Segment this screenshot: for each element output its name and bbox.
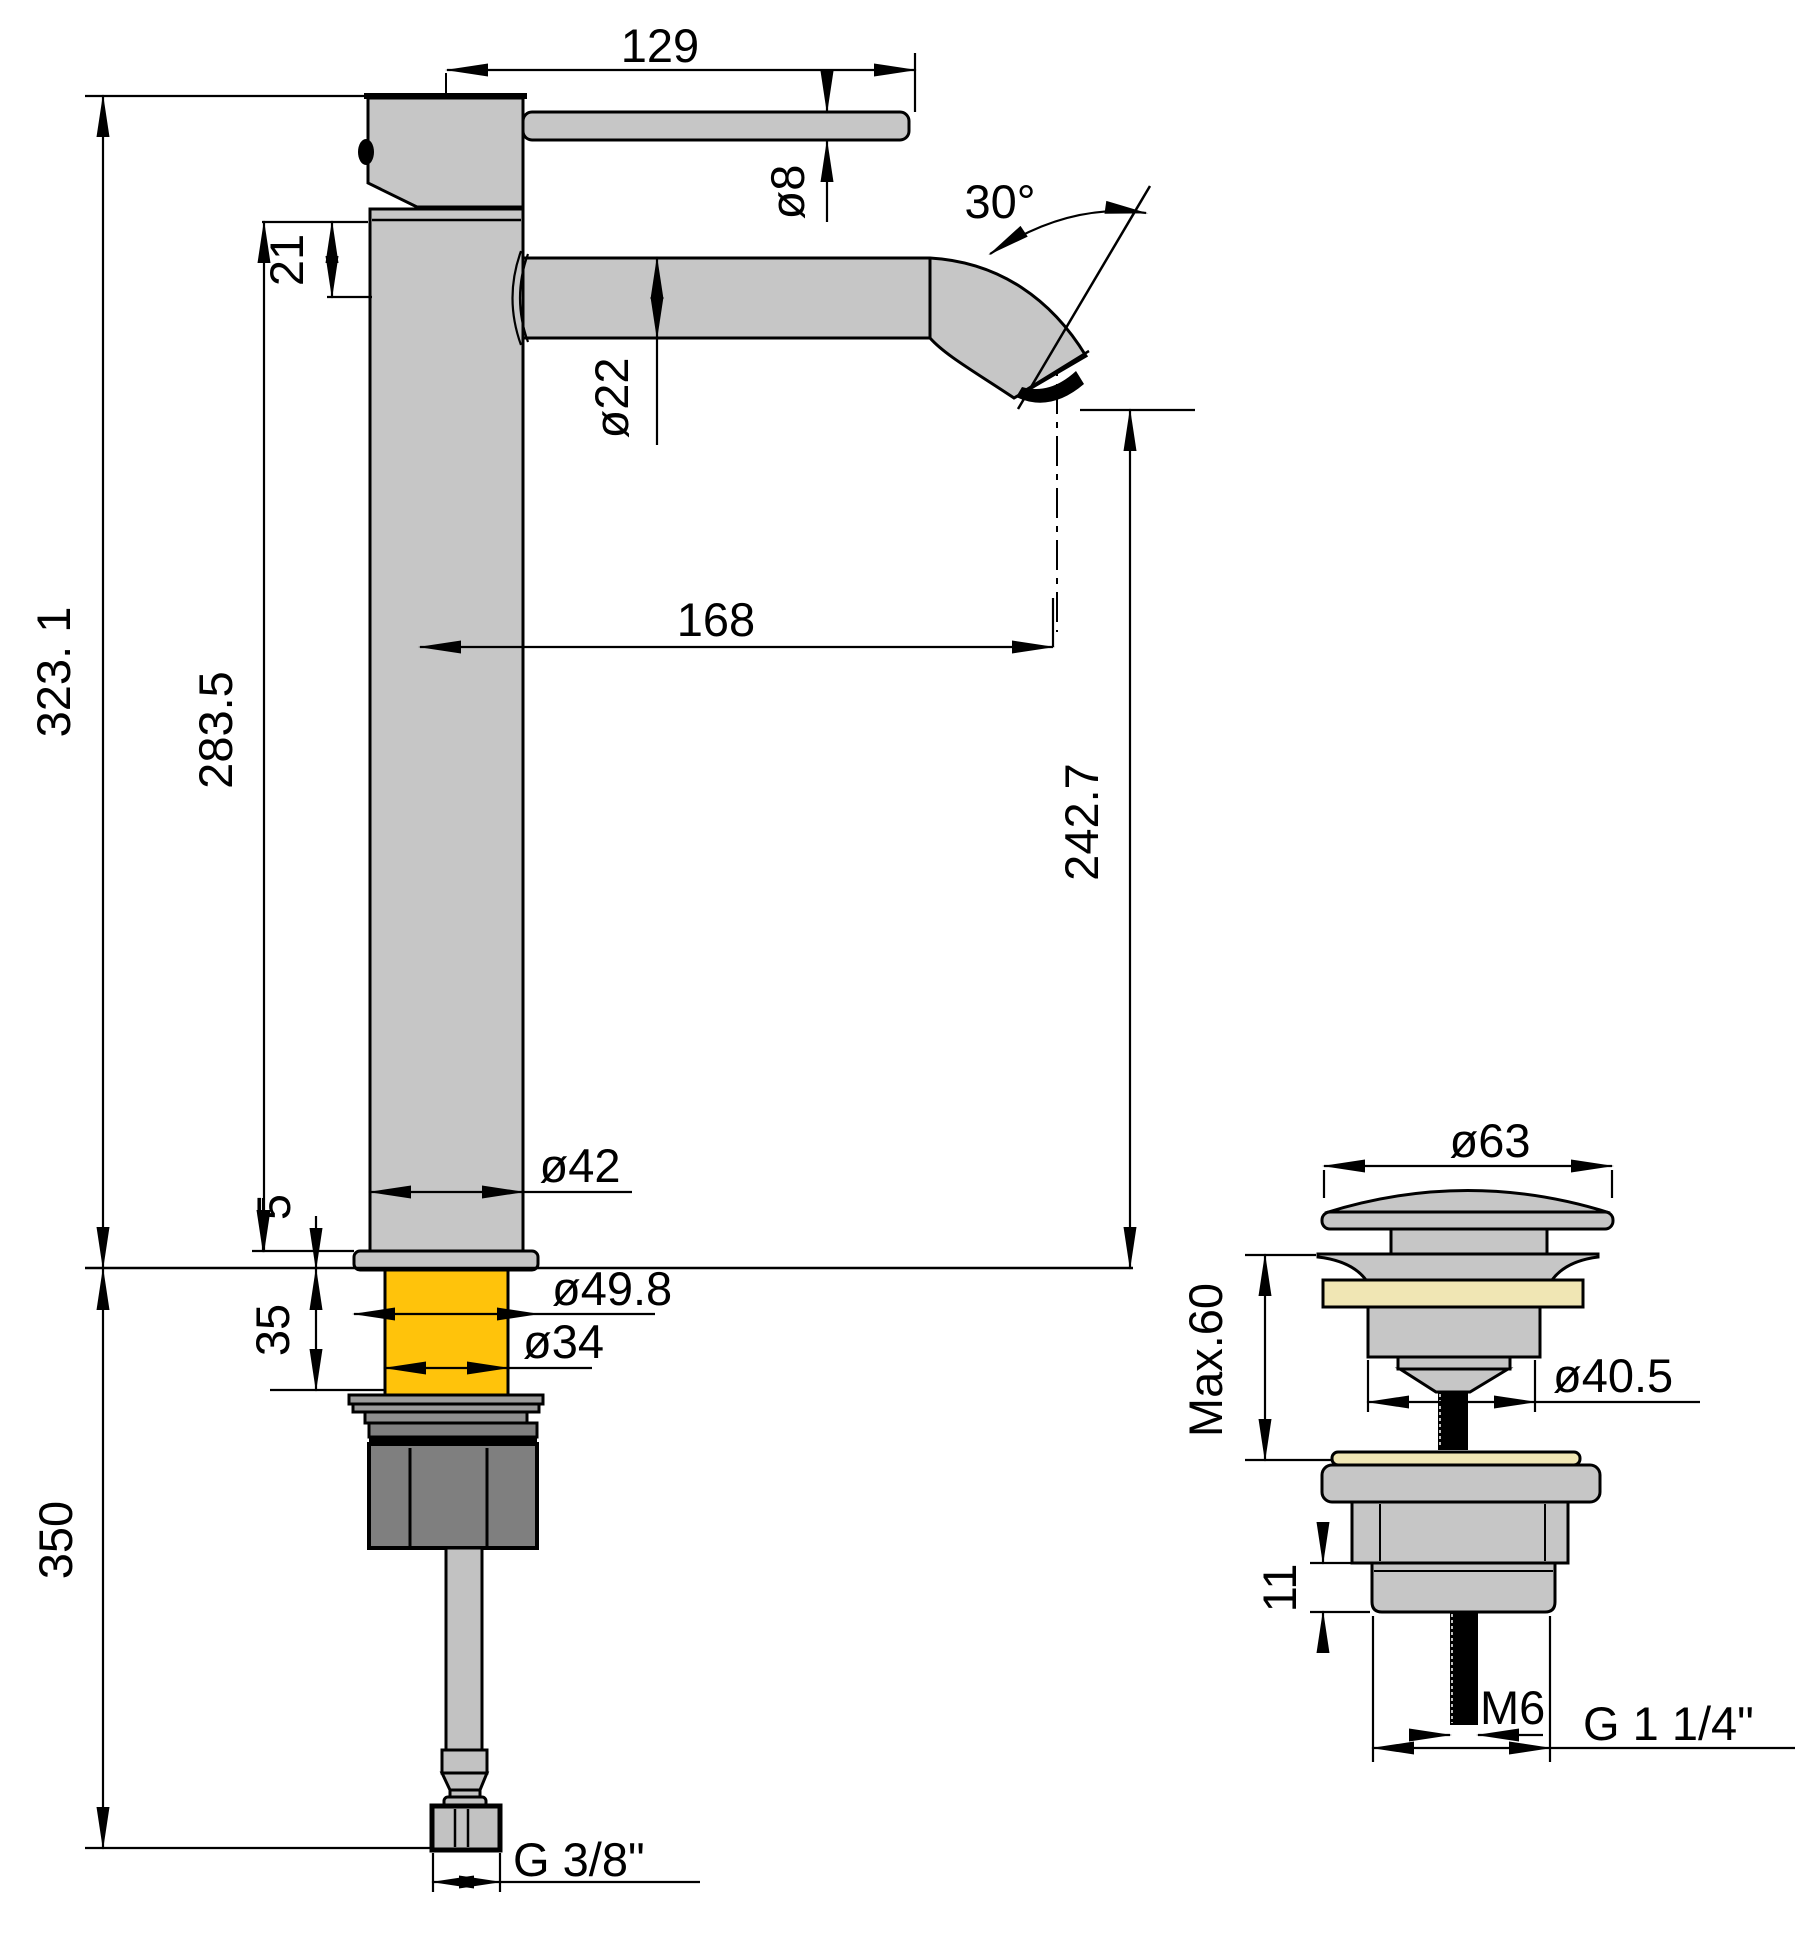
dim-label-spout-angle: 30° — [964, 175, 1035, 228]
angle-arc — [988, 200, 1148, 256]
aerator-outlet — [1016, 371, 1084, 403]
hose-taper — [439, 1771, 490, 1792]
hose-end-nut — [429, 1803, 503, 1853]
drain-thread-ring — [1370, 1561, 1557, 1614]
lever-handle — [521, 110, 911, 142]
mounting-nut-facets — [408, 1448, 489, 1546]
drain-lower-flange — [1320, 1463, 1602, 1504]
drain-body-through-deck — [1366, 1305, 1542, 1359]
dim-label-base-lip-height: 5 — [247, 1194, 300, 1220]
drain-cone-step — [1396, 1355, 1512, 1371]
aerator-rim-line — [1023, 349, 1090, 393]
supply-hose — [444, 1546, 484, 1752]
drain-upper-flange — [1316, 1252, 1600, 1282]
angle-reference-line — [1016, 185, 1152, 410]
dim-label-total-height: 323. 1 — [27, 607, 80, 738]
faucet-dimensions — [85, 53, 1195, 1892]
dim-label-ring-height: 11 — [1253, 1564, 1306, 1613]
drain-lower-body-facets — [1379, 1504, 1546, 1561]
dim-label-neck-height: 21 — [260, 234, 313, 286]
mounting-nut-body — [367, 1442, 539, 1550]
dim-label-spout-reach: 168 — [677, 593, 755, 646]
ext-lines-ring-height — [1310, 1561, 1370, 1614]
drain-cone — [1394, 1367, 1514, 1394]
dim-label-outlet-height: 242.7 — [1055, 763, 1108, 881]
dim-label-hose-length: 350 — [29, 1501, 82, 1579]
drain-gasket-bottom — [1330, 1450, 1582, 1467]
dim-label-shank-length: 35 — [246, 1304, 299, 1356]
dim-label-max-deck-thickness: Max.60 — [1179, 1283, 1232, 1437]
threaded-shank — [383, 1268, 510, 1397]
mounting-nut-groove — [369, 1437, 537, 1444]
drain-rod-upper — [1438, 1392, 1468, 1450]
body-column — [368, 207, 525, 1255]
drain-cap-dome — [1324, 1189, 1611, 1215]
dim-label-body-diameter: ø42 — [540, 1139, 621, 1192]
drain-gasket-top — [1321, 1278, 1585, 1309]
spout — [521, 256, 1089, 400]
dim-label-supply-thread: G 3/8" — [513, 1833, 645, 1886]
dim-label-lever-diameter: ø8 — [761, 165, 814, 220]
drain-lower-body — [1350, 1500, 1570, 1565]
handle-body — [366, 96, 525, 209]
drain-dimension-labels: ø63 Max.60 ø40.5 11 M6 G 1 1/4" — [1179, 1114, 1754, 1750]
mounting-nut-top — [367, 1421, 539, 1439]
ext-lines-waste-thread — [1371, 1616, 1552, 1762]
mounting-collar — [363, 1410, 529, 1425]
dim-label-drain-body-diameter: ø40.5 — [1553, 1349, 1673, 1402]
drain-rod-lower — [1450, 1612, 1478, 1725]
set-screw — [358, 139, 374, 165]
drain-stem — [1389, 1227, 1549, 1256]
spout-fillet-arc-1 — [511, 250, 523, 346]
dim-label-lever-length: 129 — [621, 19, 699, 72]
faucet-main-view — [85, 73, 1133, 1853]
spout-fillet-arc-2 — [518, 253, 530, 343]
dim-label-shank-diameter: ø34 — [523, 1315, 604, 1368]
dim-label-base-diameter: ø49.8 — [552, 1262, 672, 1315]
drain-dimensions — [1245, 1159, 1795, 1762]
dim-label-spout-diameter: ø22 — [585, 358, 638, 439]
hose-end-nut-facets — [453, 1809, 470, 1847]
dim-label-rod-thread: M6 — [1480, 1681, 1545, 1734]
ext-lines-cap-d — [1322, 1170, 1614, 1198]
dim-label-cap-diameter: ø63 — [1450, 1114, 1531, 1167]
ext-lines-supply-thread — [431, 1853, 502, 1892]
dim-label-body-height: 283.5 — [189, 671, 242, 789]
hose-fitting — [440, 1748, 489, 1775]
drain-view — [1316, 1189, 1615, 1725]
dim-label-waste-thread: G 1 1/4" — [1583, 1697, 1754, 1750]
drain-cap-plate — [1320, 1210, 1615, 1231]
faucet-dimension-labels: 129 ø8 30° 21 ø22 168 242.7 323. 1 283.5… — [27, 19, 1108, 1886]
